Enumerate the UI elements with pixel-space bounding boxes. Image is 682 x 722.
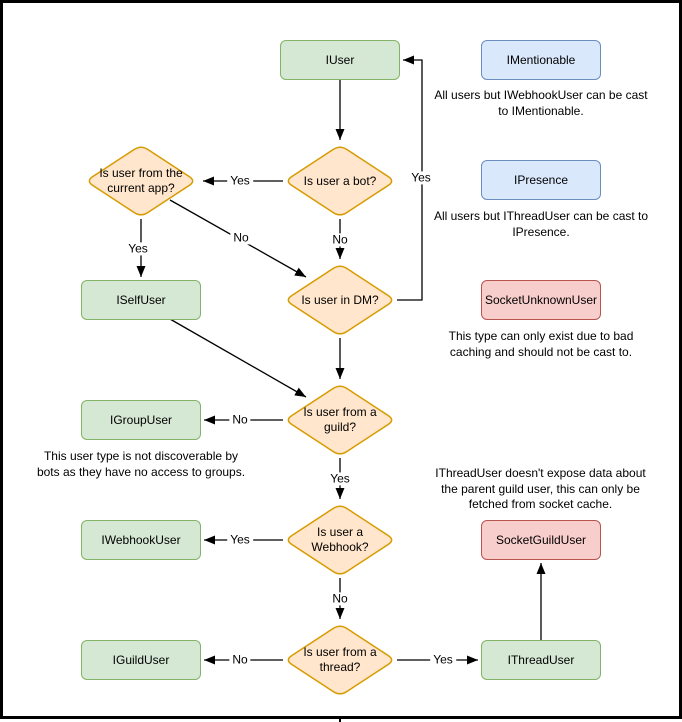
decision-is-webhook-label: Is user a Webhook? [311, 525, 369, 554]
diamond-shape [287, 265, 393, 335]
edge-label-webhook-no: No [329, 592, 351, 606]
node-ithreaduser: IThreadUser [481, 640, 601, 680]
node-iselfuser-label: ISelfUser [116, 292, 166, 307]
edge-label-thread-no: No [229, 653, 251, 667]
note-igroupuser: This user type is not discoverable by bo… [36, 449, 246, 479]
diamond-shape [287, 505, 393, 575]
edge-label-app-no: No [230, 231, 252, 245]
note-ipresence: All users but IThreadUser can be cast to… [433, 209, 649, 239]
node-ipresence-label: IPresence [513, 172, 569, 187]
edge-label-guild-no: No [229, 413, 251, 427]
diamond-shape [287, 385, 393, 455]
edge-label-dm-yes: Yes [408, 171, 434, 185]
note-imentionable: All users but IWebhookUser can be cast t… [434, 88, 648, 118]
node-socketunknownuser: SocketUnknownUser [481, 280, 601, 320]
diamond-shape [287, 146, 393, 216]
node-socketguilduser-label: SocketGuildUser [495, 532, 587, 547]
edge-label-bot-yes: Yes [227, 174, 253, 188]
node-socketguilduser: SocketGuildUser [481, 520, 601, 560]
edge-label-bot-no: No [329, 233, 351, 247]
node-iuser: IUser [280, 40, 400, 80]
edge-label-guild-yes: Yes [327, 472, 353, 486]
note-ithreaduser: IThreadUser doesn't expose data about th… [435, 466, 646, 511]
node-igroupuser: IGroupUser [81, 400, 201, 440]
edge-label-webhook-yes: Yes [227, 533, 253, 547]
diamond-shape [287, 625, 393, 695]
decision-in-dm-label: Is user in DM? [301, 292, 379, 307]
decision-from-thread: Is user from a thread? [283, 622, 397, 698]
edge-iselfuser-to-from-guild [169, 318, 307, 398]
decision-is-bot: Is user a bot? [283, 143, 397, 219]
node-iwebhookuser: IWebhookUser [81, 520, 201, 560]
node-iwebhookuser-label: IWebhookUser [101, 532, 181, 547]
decision-from-current-app-label: Is user from the current app? [99, 166, 183, 195]
note-socketunknownuser: This type can only exist due to bad cach… [448, 329, 634, 359]
node-iselfuser: ISelfUser [81, 280, 201, 320]
decision-from-thread-label: Is user from a thread? [303, 645, 377, 674]
decision-from-guild-label: Is user from a guild? [303, 405, 377, 434]
node-igroupuser-label: IGroupUser [109, 412, 173, 427]
node-iguilduser: IGuildUser [81, 640, 201, 680]
decision-is-bot-label: Is user a bot? [303, 173, 377, 188]
decision-from-current-app: Is user from the current app? [84, 143, 198, 219]
node-imentionable-label: IMentionable [506, 52, 576, 67]
decision-is-webhook: Is user a Webhook? [283, 502, 397, 578]
edge-label-thread-yes: Yes [430, 653, 456, 667]
node-iguilduser-label: IGuildUser [112, 652, 170, 667]
node-iuser-label: IUser [325, 52, 355, 67]
node-ithreaduser-label: IThreadUser [507, 652, 575, 667]
node-socketunknownuser-label: SocketUnknownUser [484, 292, 598, 307]
page-boundary-tick [339, 717, 341, 722]
node-ipresence: IPresence [481, 160, 601, 200]
diamond-shape [88, 146, 194, 216]
node-imentionable: IMentionable [481, 40, 601, 80]
decision-from-guild: Is user from a guild? [283, 382, 397, 458]
decision-in-dm: Is user in DM? [283, 262, 397, 338]
edge-label-app-yes: Yes [125, 242, 151, 256]
